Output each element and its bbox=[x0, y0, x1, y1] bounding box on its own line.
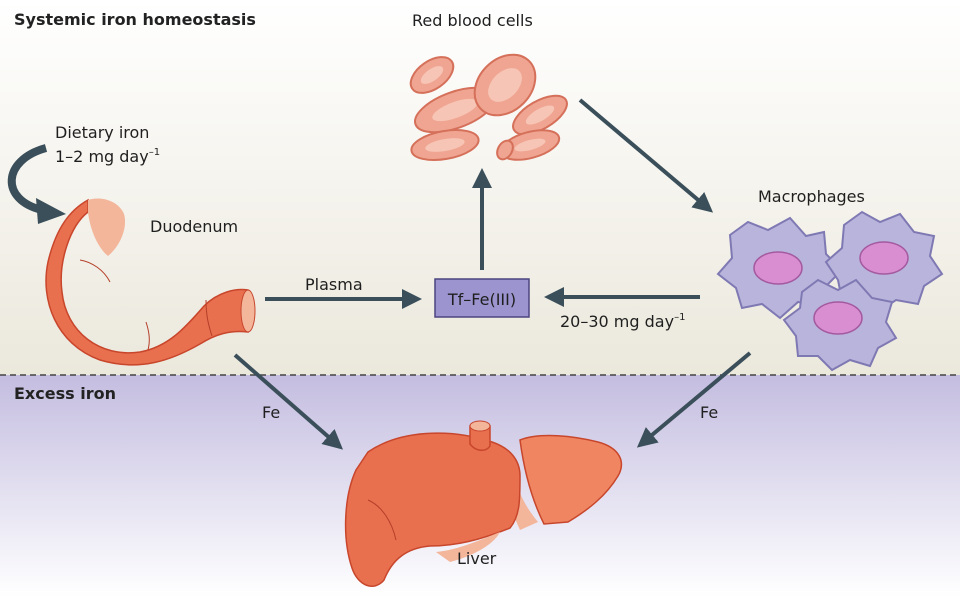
macrophages-to-liver-arrow bbox=[636, 351, 752, 448]
tf-fe-box bbox=[434, 278, 530, 318]
bottom-section-title: Excess iron bbox=[14, 384, 116, 403]
rbc-to-macrophages-arrow bbox=[578, 98, 714, 213]
red-blood-cells-label: Red blood cells bbox=[412, 11, 533, 30]
liver-label: Liver bbox=[457, 549, 497, 568]
plasma-label: Plasma bbox=[305, 275, 363, 294]
dietary-iron-rate-value: 1–2 mg day bbox=[55, 147, 149, 166]
dietary-iron-rate-exponent: –1 bbox=[149, 147, 160, 158]
recycle-rate-value: 20–30 mg day bbox=[560, 312, 674, 331]
duodenum-to-liver-arrow bbox=[233, 353, 344, 450]
tf-fe-label: Tf–Fe(III) bbox=[447, 290, 516, 309]
top-section-title: Systemic iron homeostasis bbox=[14, 10, 256, 29]
macrophage-nuclei bbox=[753, 241, 909, 335]
fe-left-label: Fe bbox=[262, 403, 280, 422]
recycle-rate-exponent: –1 bbox=[674, 312, 685, 323]
duodenum bbox=[45, 198, 256, 366]
macrophages-label: Macrophages bbox=[758, 187, 865, 206]
dietary-iron-label: Dietary iron bbox=[55, 123, 149, 142]
red-blood-cells bbox=[409, 53, 568, 161]
dietary-iron-arrow bbox=[7, 144, 48, 214]
liver bbox=[344, 420, 623, 587]
fe-right-label: Fe bbox=[700, 403, 718, 422]
recycle-rate-label: 20–30 mg day–1 bbox=[560, 312, 685, 331]
dietary-iron-arrowhead bbox=[36, 198, 66, 224]
duodenum-label: Duodenum bbox=[150, 217, 238, 236]
dietary-iron-rate: 1–2 mg day–1 bbox=[55, 147, 160, 166]
